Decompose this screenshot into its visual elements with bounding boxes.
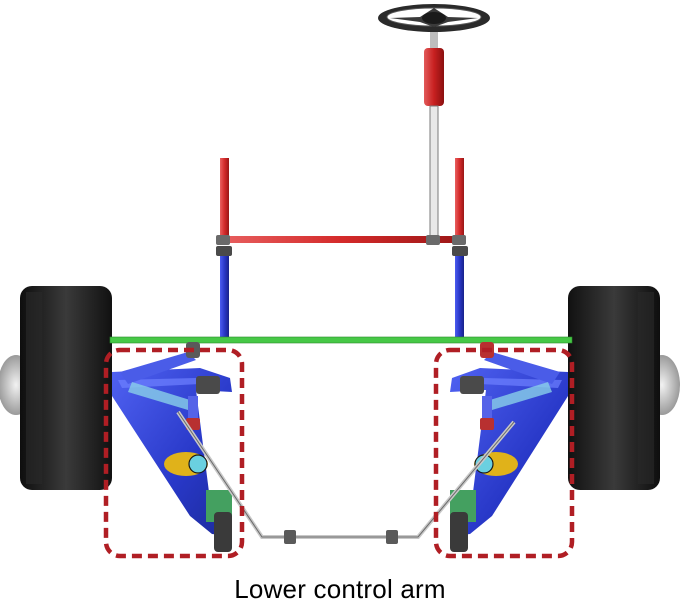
left-wheel (0, 286, 112, 490)
right-arm-highlight (433, 347, 575, 559)
steering-wheel (378, 4, 490, 32)
left-arm-highlight (103, 347, 245, 559)
right-strut (452, 246, 468, 340)
steering-linkage (176, 410, 516, 544)
tie-rod-bar (216, 235, 466, 245)
right-strut-top (455, 158, 464, 240)
left-strut-top (220, 158, 229, 240)
anti-roll-bar (109, 336, 573, 344)
right-lower-control-arm (450, 342, 568, 552)
right-wheel (568, 286, 680, 490)
steering-column (424, 32, 444, 242)
left-lower-control-arm (112, 342, 232, 552)
diagram-caption: Lower control arm (234, 574, 446, 604)
left-strut (216, 246, 232, 340)
